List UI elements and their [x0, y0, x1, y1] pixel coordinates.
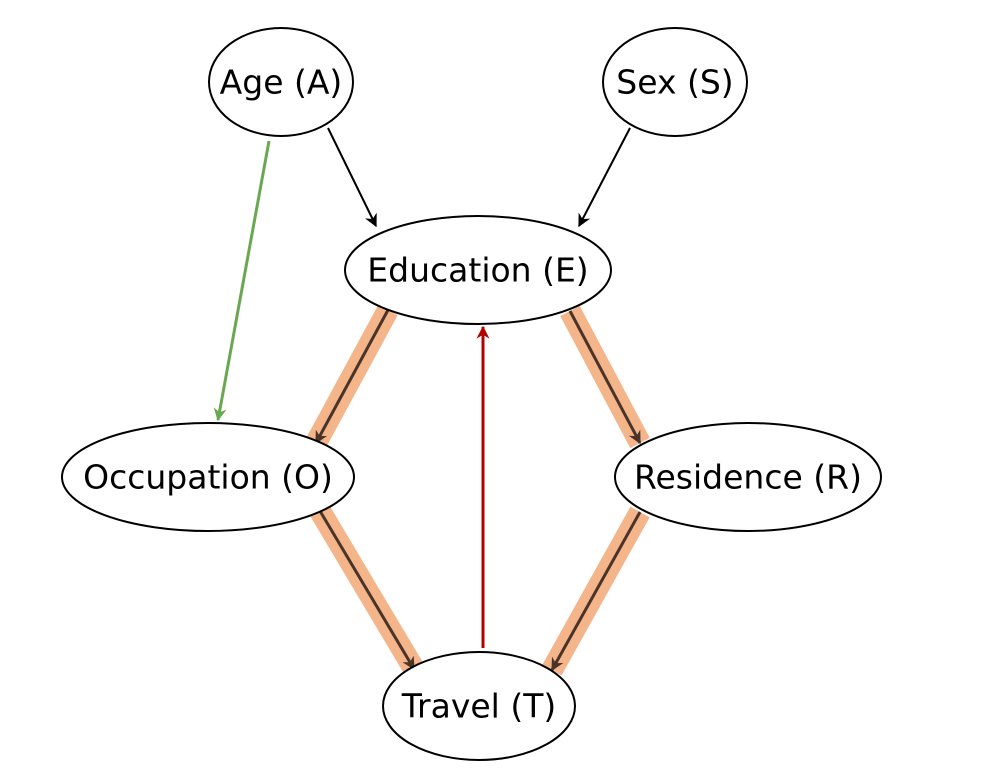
- node-occupation-shape: [61, 422, 355, 532]
- edge-age-to-occupation[interactable]: [213, 140, 271, 422]
- node-education[interactable]: Education (E): [344, 215, 612, 325]
- node-education-shape: [344, 215, 612, 325]
- node-occupation-label: Occupation (O): [83, 458, 333, 497]
- node-occupation[interactable]: Occupation (O): [61, 422, 355, 532]
- node-residence-shape: [614, 422, 882, 532]
- edge-layer: [213, 127, 642, 672]
- node-sex[interactable]: Sex (S): [602, 27, 748, 137]
- node-age-label: Age (A): [220, 63, 343, 102]
- edge-education-to-occupation[interactable]: [314, 309, 390, 445]
- edge-sex-to-education[interactable]: [578, 127, 631, 228]
- node-education-label: Education (E): [367, 251, 588, 290]
- edge-age-to-education[interactable]: [327, 127, 377, 228]
- node-sex-label: Sex (S): [616, 63, 733, 102]
- node-residence-label: Residence (R): [634, 458, 862, 497]
- node-age-shape: [208, 27, 354, 137]
- node-age[interactable]: Age (A): [208, 27, 354, 137]
- node-sex-shape: [602, 27, 748, 137]
- node-travel-shape: [382, 651, 576, 761]
- edge-education-to-residence[interactable]: [568, 310, 642, 445]
- node-travel-label: Travel (T): [401, 687, 557, 726]
- node-travel[interactable]: Travel (T): [382, 651, 576, 761]
- edge-residence-to-travel[interactable]: [550, 511, 642, 672]
- edge-occupation-to-travel[interactable]: [318, 510, 416, 671]
- highlight-layer: [306, 304, 650, 676]
- node-residence[interactable]: Residence (R): [614, 422, 882, 532]
